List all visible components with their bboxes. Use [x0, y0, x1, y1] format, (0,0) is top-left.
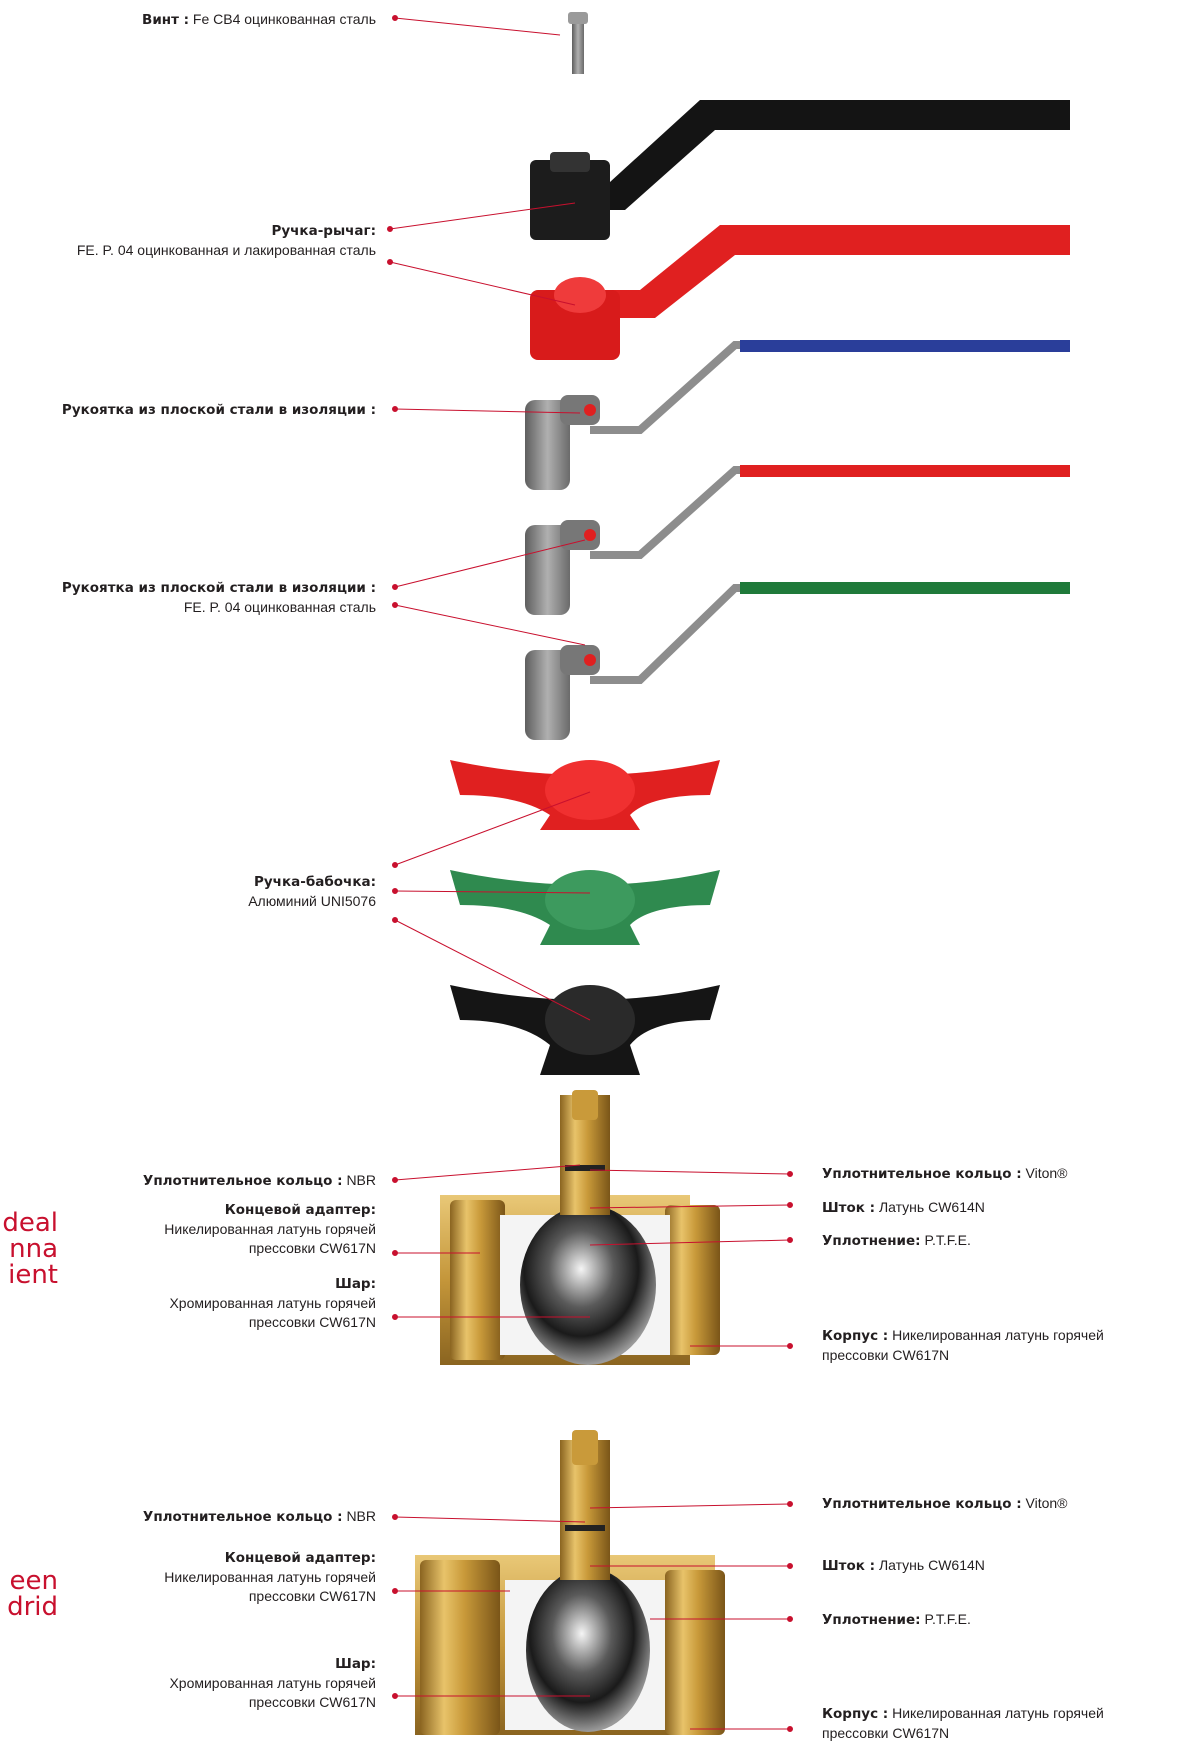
label-butterfly-title: Ручка-бабочка:	[253, 874, 376, 890]
label-v2-adapter-title: Концевой адаптер:	[224, 1550, 376, 1566]
side-text-b: een drid	[0, 1568, 58, 1620]
lever-handle-black	[530, 100, 1070, 240]
label-flat1: Рукоятка из плоской стали в изоляции :	[10, 400, 376, 420]
label-v1-ball-title: Шар:	[335, 1276, 376, 1292]
label-v2-ball: Шар: Хромированная латунь горячей прессо…	[60, 1654, 376, 1712]
label-v1-body-title: Корпус :	[822, 1328, 889, 1344]
label-v1-adapter-line1: Никелированная латунь горячей	[164, 1221, 376, 1237]
leader-lines	[387, 15, 793, 1732]
valve-cutaway-1	[440, 1090, 720, 1365]
label-v1-body-line2: прессовки CW617N	[822, 1347, 950, 1363]
label-v2-body-line2: прессовки CW617N	[822, 1725, 950, 1741]
side-text-a-line1: deal	[2, 1208, 58, 1238]
label-v2-oring-right-text: Viton®	[1025, 1495, 1068, 1511]
valve-cutaway-2	[415, 1430, 725, 1735]
label-flat2: Рукоятка из плоской стали в изоляции : F…	[10, 578, 376, 617]
label-v1-seal: Уплотнение: P.T.F.E.	[822, 1231, 1182, 1251]
label-butterfly: Ручка-бабочка: Алюминий UNI5076	[60, 872, 376, 911]
label-flat2-title: Рукоятка из плоской стали в изоляции :	[61, 580, 376, 596]
label-v1-stem-title: Шток :	[822, 1200, 876, 1216]
label-screw-title: Винт :	[142, 12, 190, 28]
screw-part	[568, 12, 588, 74]
flat-handle-blue	[525, 340, 1070, 490]
label-v1-ball: Шар: Хромированная латунь горячей прессо…	[60, 1274, 376, 1332]
label-lever-text: FE. P. 04 оцинкованная и лакированная ст…	[76, 242, 376, 258]
flat-handle-red	[525, 465, 1070, 615]
label-v1-stem-text: Латунь CW614N	[878, 1199, 985, 1215]
label-v2-body: Корпус : Никелированная латунь горячей п…	[822, 1704, 1184, 1743]
label-v1-ball-line2: прессовки CW617N	[248, 1314, 376, 1330]
label-v2-body-line1: Никелированная латунь горячей	[892, 1705, 1104, 1721]
flat-handle-green	[525, 582, 1070, 740]
label-flat2-text: FE. P. 04 оцинкованная сталь	[183, 599, 376, 615]
label-v2-seal: Уплотнение: P.T.F.E.	[822, 1610, 1182, 1630]
side-text-a: deal nna ient	[0, 1210, 58, 1288]
label-v2-oring-right: Уплотнительное кольцо : Viton®	[822, 1494, 1182, 1514]
label-v1-adapter-line2: прессовки CW617N	[248, 1240, 376, 1256]
label-v2-oring-left-text: NBR	[346, 1508, 376, 1524]
label-v1-body: Корпус : Никелированная латунь горячей п…	[822, 1326, 1184, 1365]
label-v2-oring-left-title: Уплотнительное кольцо :	[142, 1509, 343, 1525]
side-text-a-line2: nna	[9, 1234, 58, 1264]
label-v2-ball-line1: Хромированная латунь горячей	[169, 1675, 376, 1691]
label-v1-adapter-title: Концевой адаптер:	[224, 1202, 376, 1218]
label-v1-oring-right-text: Viton®	[1025, 1165, 1068, 1181]
side-text-a-line3: ient	[8, 1260, 58, 1290]
label-screw: Винт : Fe CB4 оцинкованная сталь	[60, 10, 376, 30]
label-v2-stem: Шток : Латунь CW614N	[822, 1556, 1182, 1576]
label-v2-adapter: Концевой адаптер: Никелированная латунь …	[60, 1548, 376, 1606]
label-v1-adapter: Концевой адаптер: Никелированная латунь …	[60, 1200, 376, 1258]
label-v2-seal-title: Уплотнение:	[822, 1612, 921, 1628]
label-v2-adapter-line1: Никелированная латунь горячей	[164, 1569, 376, 1585]
lever-handle-red	[530, 225, 1070, 360]
label-v1-oring-left: Уплотнительное кольцо : NBR	[60, 1171, 376, 1191]
label-flat1-title: Рукоятка из плоской стали в изоляции :	[61, 402, 376, 418]
label-v2-body-title: Корпус :	[822, 1706, 889, 1722]
butterfly-handle-red	[450, 760, 720, 830]
label-v1-oring-right-title: Уплотнительное кольцо :	[822, 1166, 1022, 1182]
label-v2-stem-text: Латунь CW614N	[878, 1557, 985, 1573]
label-v1-body-line1: Никелированная латунь горячей	[892, 1327, 1104, 1343]
label-lever-title: Ручка-рычаг:	[271, 223, 376, 239]
label-v2-ball-title: Шар:	[335, 1656, 376, 1672]
label-lever: Ручка-рычаг: FE. P. 04 оцинкованная и ла…	[20, 221, 376, 260]
label-v1-oring-left-title: Уплотнительное кольцо :	[142, 1173, 343, 1189]
label-v2-adapter-line2: прессовки CW617N	[248, 1588, 376, 1604]
label-v2-seal-text: P.T.F.E.	[924, 1611, 971, 1627]
label-v1-ball-line1: Хромированная латунь горячей	[169, 1295, 376, 1311]
label-v2-ball-line2: прессовки CW617N	[248, 1694, 376, 1710]
label-v1-seal-text: P.T.F.E.	[924, 1232, 971, 1248]
label-v1-oring-left-text: NBR	[346, 1172, 376, 1188]
label-v2-stem-title: Шток :	[822, 1558, 876, 1574]
label-v1-oring-right: Уплотнительное кольцо : Viton®	[822, 1164, 1182, 1184]
label-screw-text: Fe CB4 оцинкованная сталь	[192, 11, 376, 27]
label-butterfly-text: Алюминий UNI5076	[248, 893, 376, 909]
butterfly-handle-black	[450, 985, 720, 1075]
label-v2-oring-right-title: Уплотнительное кольцо :	[822, 1496, 1022, 1512]
label-v2-oring-left: Уплотнительное кольцо : NBR	[60, 1507, 376, 1527]
side-text-b-line1: een	[9, 1566, 58, 1596]
label-v1-stem: Шток : Латунь CW614N	[822, 1198, 1182, 1218]
butterfly-handle-green	[450, 870, 720, 945]
side-text-b-line2: drid	[7, 1592, 58, 1622]
label-v1-seal-title: Уплотнение:	[822, 1233, 921, 1249]
